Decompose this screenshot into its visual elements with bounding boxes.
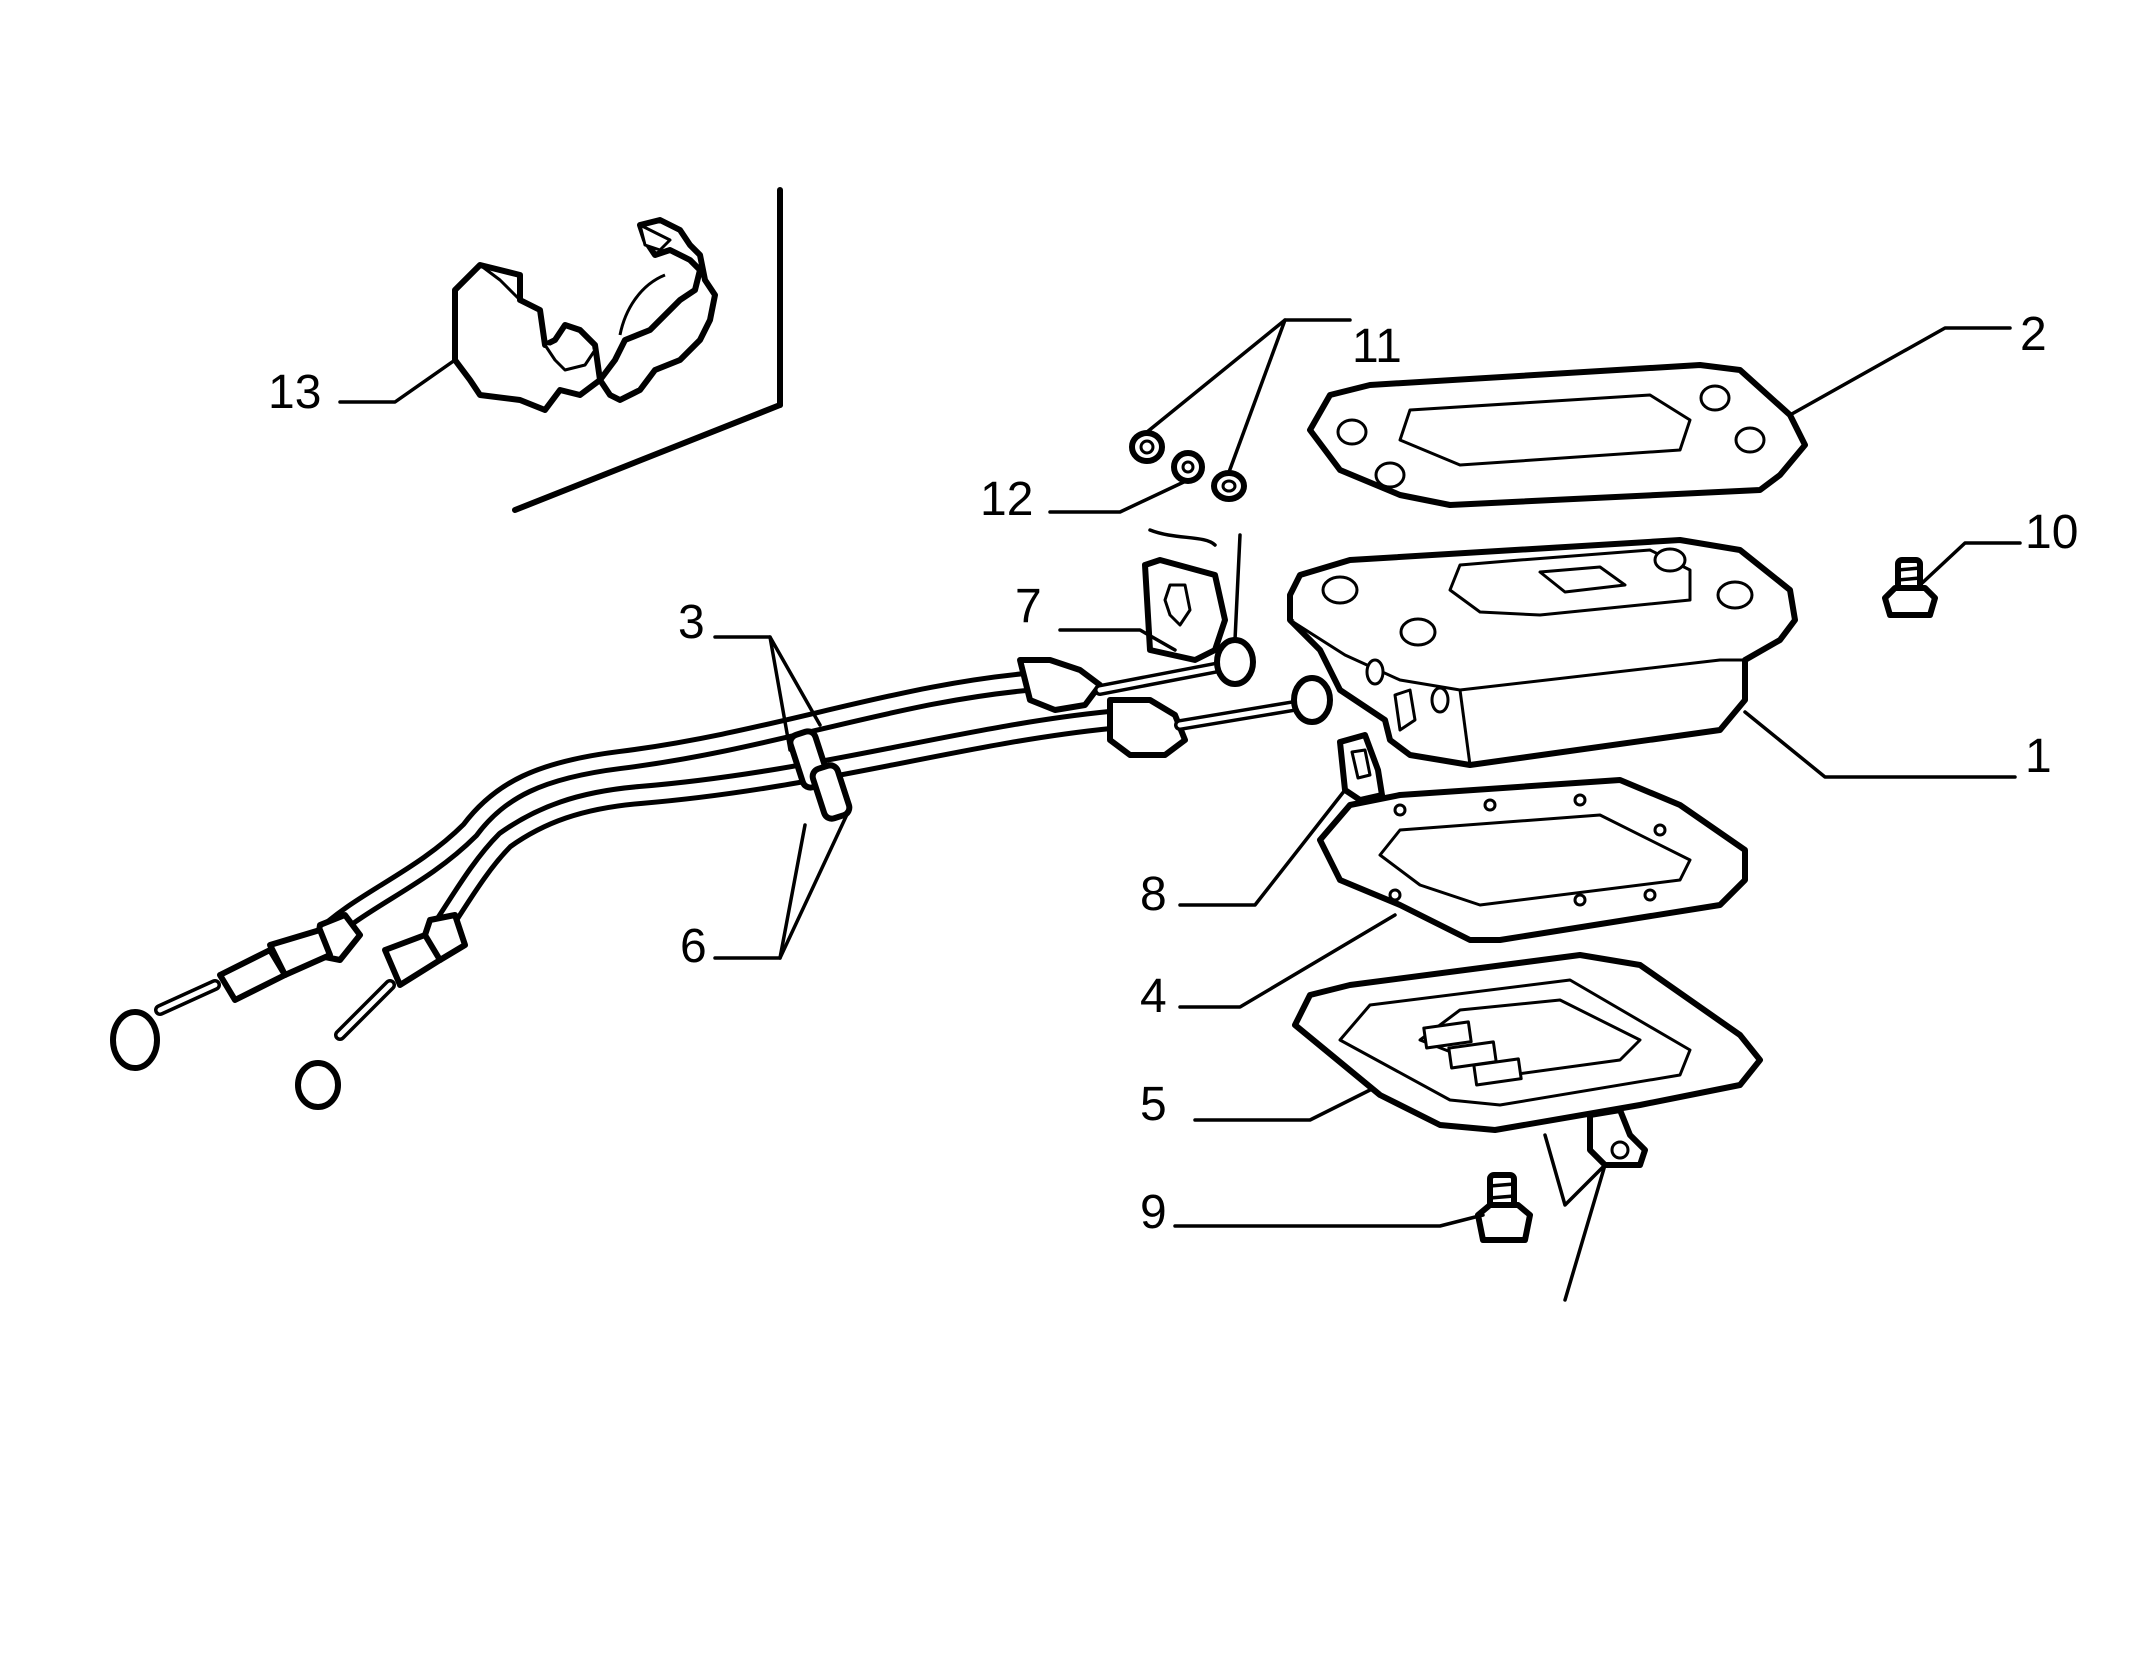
part-11-12-washers xyxy=(1129,430,1247,502)
part-3-6-cables xyxy=(110,637,1333,1110)
part-2-top-gasket xyxy=(1307,362,1808,508)
label-10: 10 xyxy=(2025,506,2078,559)
part-10-bolt xyxy=(1882,557,1938,618)
part-labels: 13 11 12 2 10 7 3 1 8 6 4 5 9 xyxy=(268,308,2078,1239)
label-5: 5 xyxy=(1140,1078,1167,1131)
label-1: 1 xyxy=(2025,730,2052,783)
part-9-bolt xyxy=(1475,1172,1533,1243)
inset-frame xyxy=(512,187,783,513)
part-1-housing xyxy=(1287,537,1798,768)
label-9: 9 xyxy=(1140,1186,1167,1239)
part-13-clamp xyxy=(452,217,718,413)
leader-lines xyxy=(338,318,2022,1302)
label-8: 8 xyxy=(1140,868,1167,921)
part-4-lower-gasket xyxy=(1317,777,1748,943)
part-7-bracket xyxy=(1142,528,1228,663)
part-5-base-plate xyxy=(1292,952,1763,1168)
label-7: 7 xyxy=(1015,580,1042,633)
label-4: 4 xyxy=(1140,970,1167,1023)
label-6: 6 xyxy=(680,920,707,973)
label-11: 11 xyxy=(1352,320,1402,373)
label-12: 12 xyxy=(980,473,1033,526)
label-2: 2 xyxy=(2020,308,2047,361)
label-13: 13 xyxy=(268,366,321,419)
label-3: 3 xyxy=(678,596,705,649)
